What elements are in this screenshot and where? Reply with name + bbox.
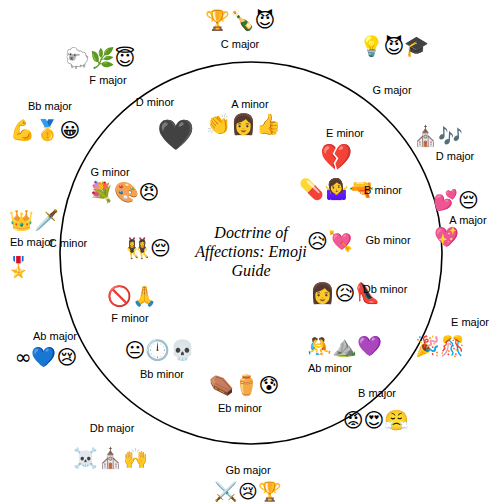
key-name: Eb major bbox=[10, 236, 54, 248]
emoji-group: ⚰️⚱️😰 bbox=[209, 374, 280, 396]
emoji-group: 🤼⛰️💜 bbox=[307, 335, 382, 357]
emoji-group: 🎉🎊 bbox=[415, 335, 465, 357]
emoji-group: 🎖️ bbox=[6, 256, 31, 278]
emoji-group: 🚫🙏 bbox=[107, 285, 157, 307]
key-name: F minor bbox=[111, 312, 148, 324]
key-circle bbox=[60, 62, 442, 444]
key-name: C minor bbox=[49, 237, 88, 249]
key-name: Ab minor bbox=[308, 362, 352, 374]
emoji-group: ☠️⛪🙌 bbox=[73, 447, 148, 469]
key-name: A major bbox=[449, 214, 486, 226]
emoji-group: 👏👩👍 bbox=[206, 113, 281, 135]
key-name: Bb major bbox=[28, 100, 72, 112]
key-name: E minor bbox=[326, 127, 364, 139]
key-name: B major bbox=[358, 387, 396, 399]
key-name: C major bbox=[221, 38, 260, 50]
emoji-group: 💊🤷‍♀️🔫 bbox=[299, 178, 374, 200]
diagram-title: Doctrine of Affections: Emoji Guide bbox=[186, 223, 316, 281]
key-name: G minor bbox=[90, 166, 129, 178]
emoji-group: 💡😈🎓 bbox=[359, 35, 430, 57]
emoji-group: 😡😍😤 bbox=[343, 409, 410, 431]
emoji-group: 💪🥇😀 bbox=[10, 119, 81, 141]
key-name: F major bbox=[89, 74, 126, 86]
key-name: A minor bbox=[231, 98, 268, 110]
emoji-group: ⛪🎶 bbox=[413, 125, 463, 147]
emoji-group: 🐑🌿😇 bbox=[65, 47, 136, 69]
emoji-group: 💔 bbox=[320, 143, 352, 172]
key-name: Ab major bbox=[33, 330, 77, 342]
emoji-group: ⚔️😢🏆 bbox=[214, 480, 282, 501]
key-name: Gb major bbox=[225, 464, 270, 476]
emoji-group: 😐🕛💀 bbox=[125, 339, 196, 361]
emoji-group: 💕😔 bbox=[433, 189, 479, 211]
key-name: E major bbox=[451, 316, 489, 328]
emoji-group: 🖤 bbox=[157, 118, 194, 151]
emoji-group: 👑🗡️ bbox=[9, 209, 59, 231]
key-name: D minor bbox=[136, 96, 175, 108]
emoji-group: 🏆🍾😈 bbox=[205, 9, 276, 31]
emoji-group: 💖 bbox=[434, 226, 459, 248]
emoji-group: ∞💙😢 bbox=[15, 346, 78, 368]
key-name: Gb minor bbox=[365, 234, 410, 246]
key-name: G major bbox=[372, 84, 411, 96]
emoji-group: 👯‍♀️😔 bbox=[125, 237, 171, 259]
key-name: Bb minor bbox=[140, 368, 184, 380]
key-name: Db minor bbox=[363, 283, 408, 295]
emoji-group: 😥💘 bbox=[307, 230, 353, 252]
key-name: Eb minor bbox=[218, 402, 262, 414]
key-name: Db major bbox=[90, 422, 135, 434]
key-name: D major bbox=[436, 150, 475, 162]
key-name: B minor bbox=[364, 184, 402, 196]
emoji-group: 💐🎨😠 bbox=[89, 181, 160, 203]
